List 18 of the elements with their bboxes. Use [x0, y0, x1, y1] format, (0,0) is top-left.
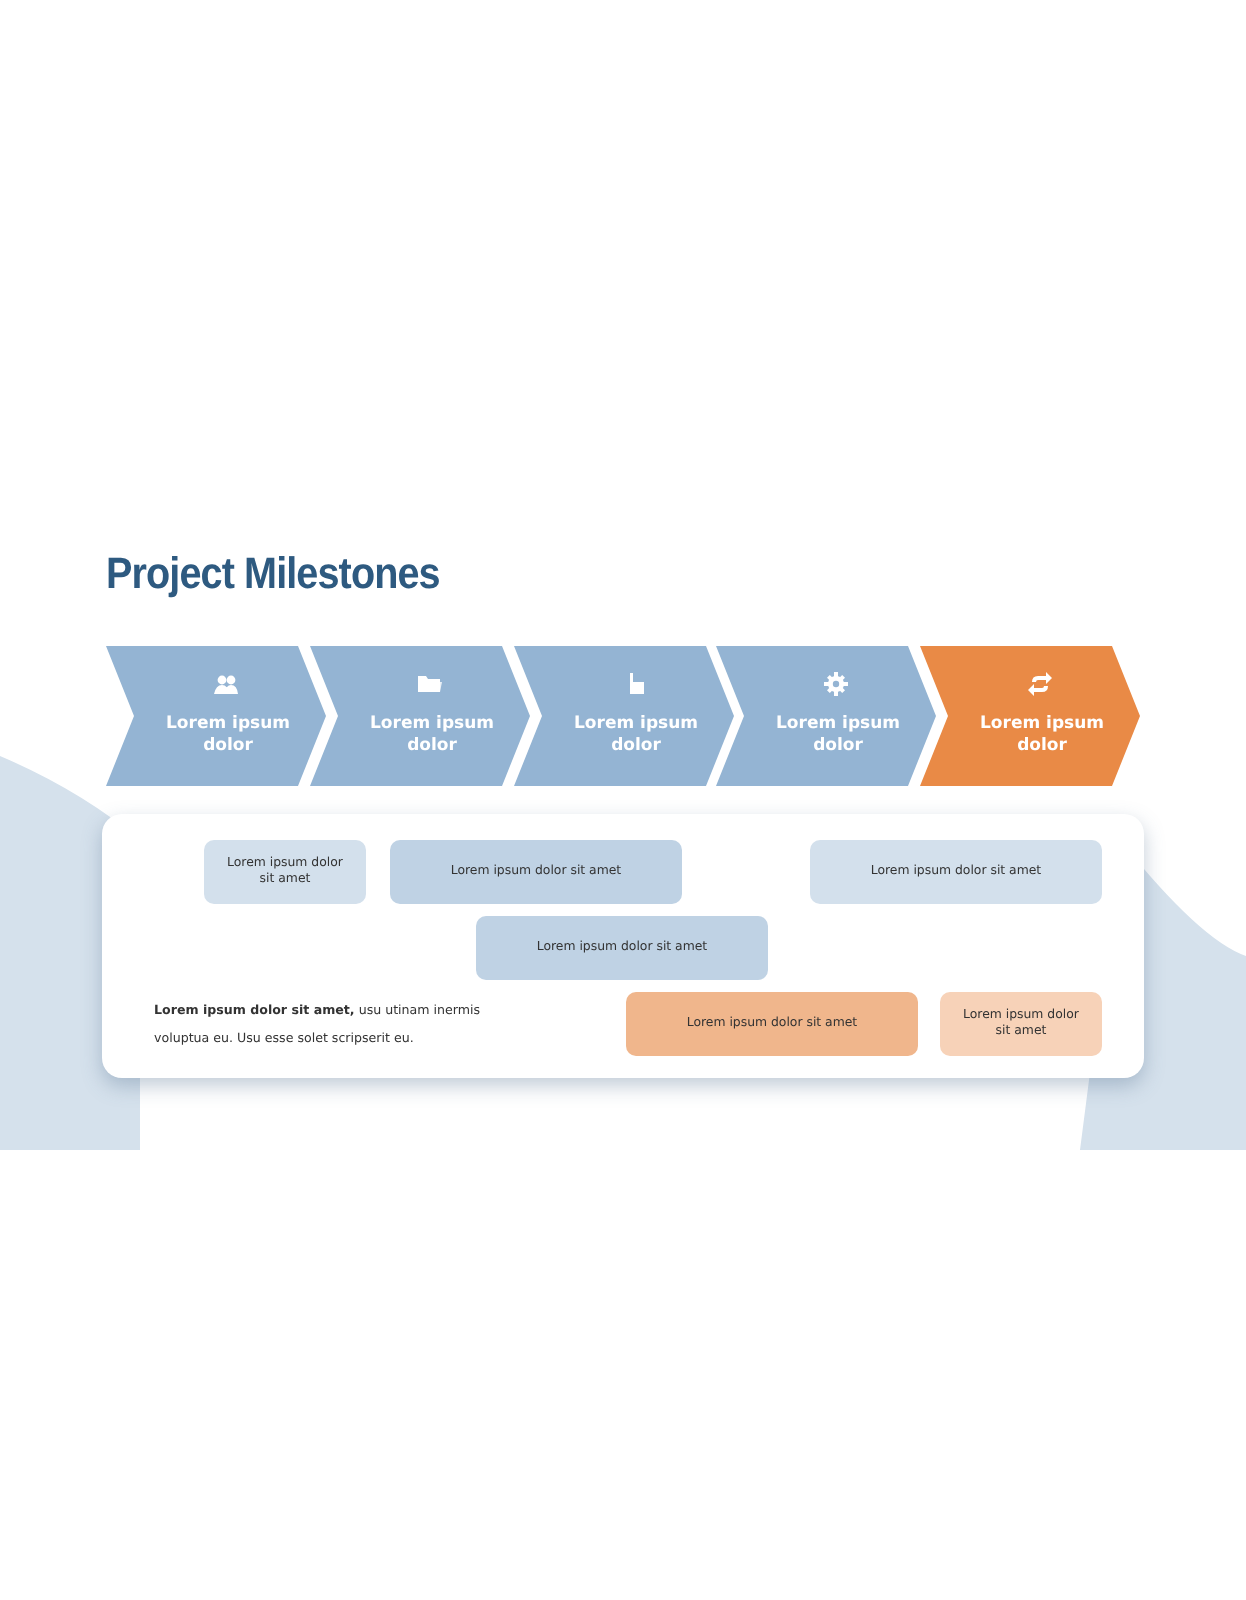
timeline-bar [810, 840, 1102, 904]
timeline-bar [476, 916, 768, 980]
step-label: Lorem ipsum dolor [368, 714, 496, 758]
chevron-step [920, 646, 1140, 786]
timeline-bar [626, 992, 918, 1056]
step-label: Lorem ipsum dolor [572, 714, 700, 758]
card-background [102, 814, 1144, 1078]
chevron-step [716, 646, 936, 786]
chevron-step [106, 646, 326, 786]
step-label: Lorem ipsum dolor [978, 714, 1106, 758]
title: Project Milestones [106, 548, 440, 600]
timeline-bar [940, 992, 1102, 1056]
timeline-bar [390, 840, 682, 904]
step-label: Lorem ipsum dolor [164, 714, 292, 758]
chevron-step [514, 646, 734, 786]
step-label: Lorem ipsum dolor [774, 714, 902, 758]
timeline-bar [204, 840, 366, 904]
chevron-step [310, 646, 530, 786]
